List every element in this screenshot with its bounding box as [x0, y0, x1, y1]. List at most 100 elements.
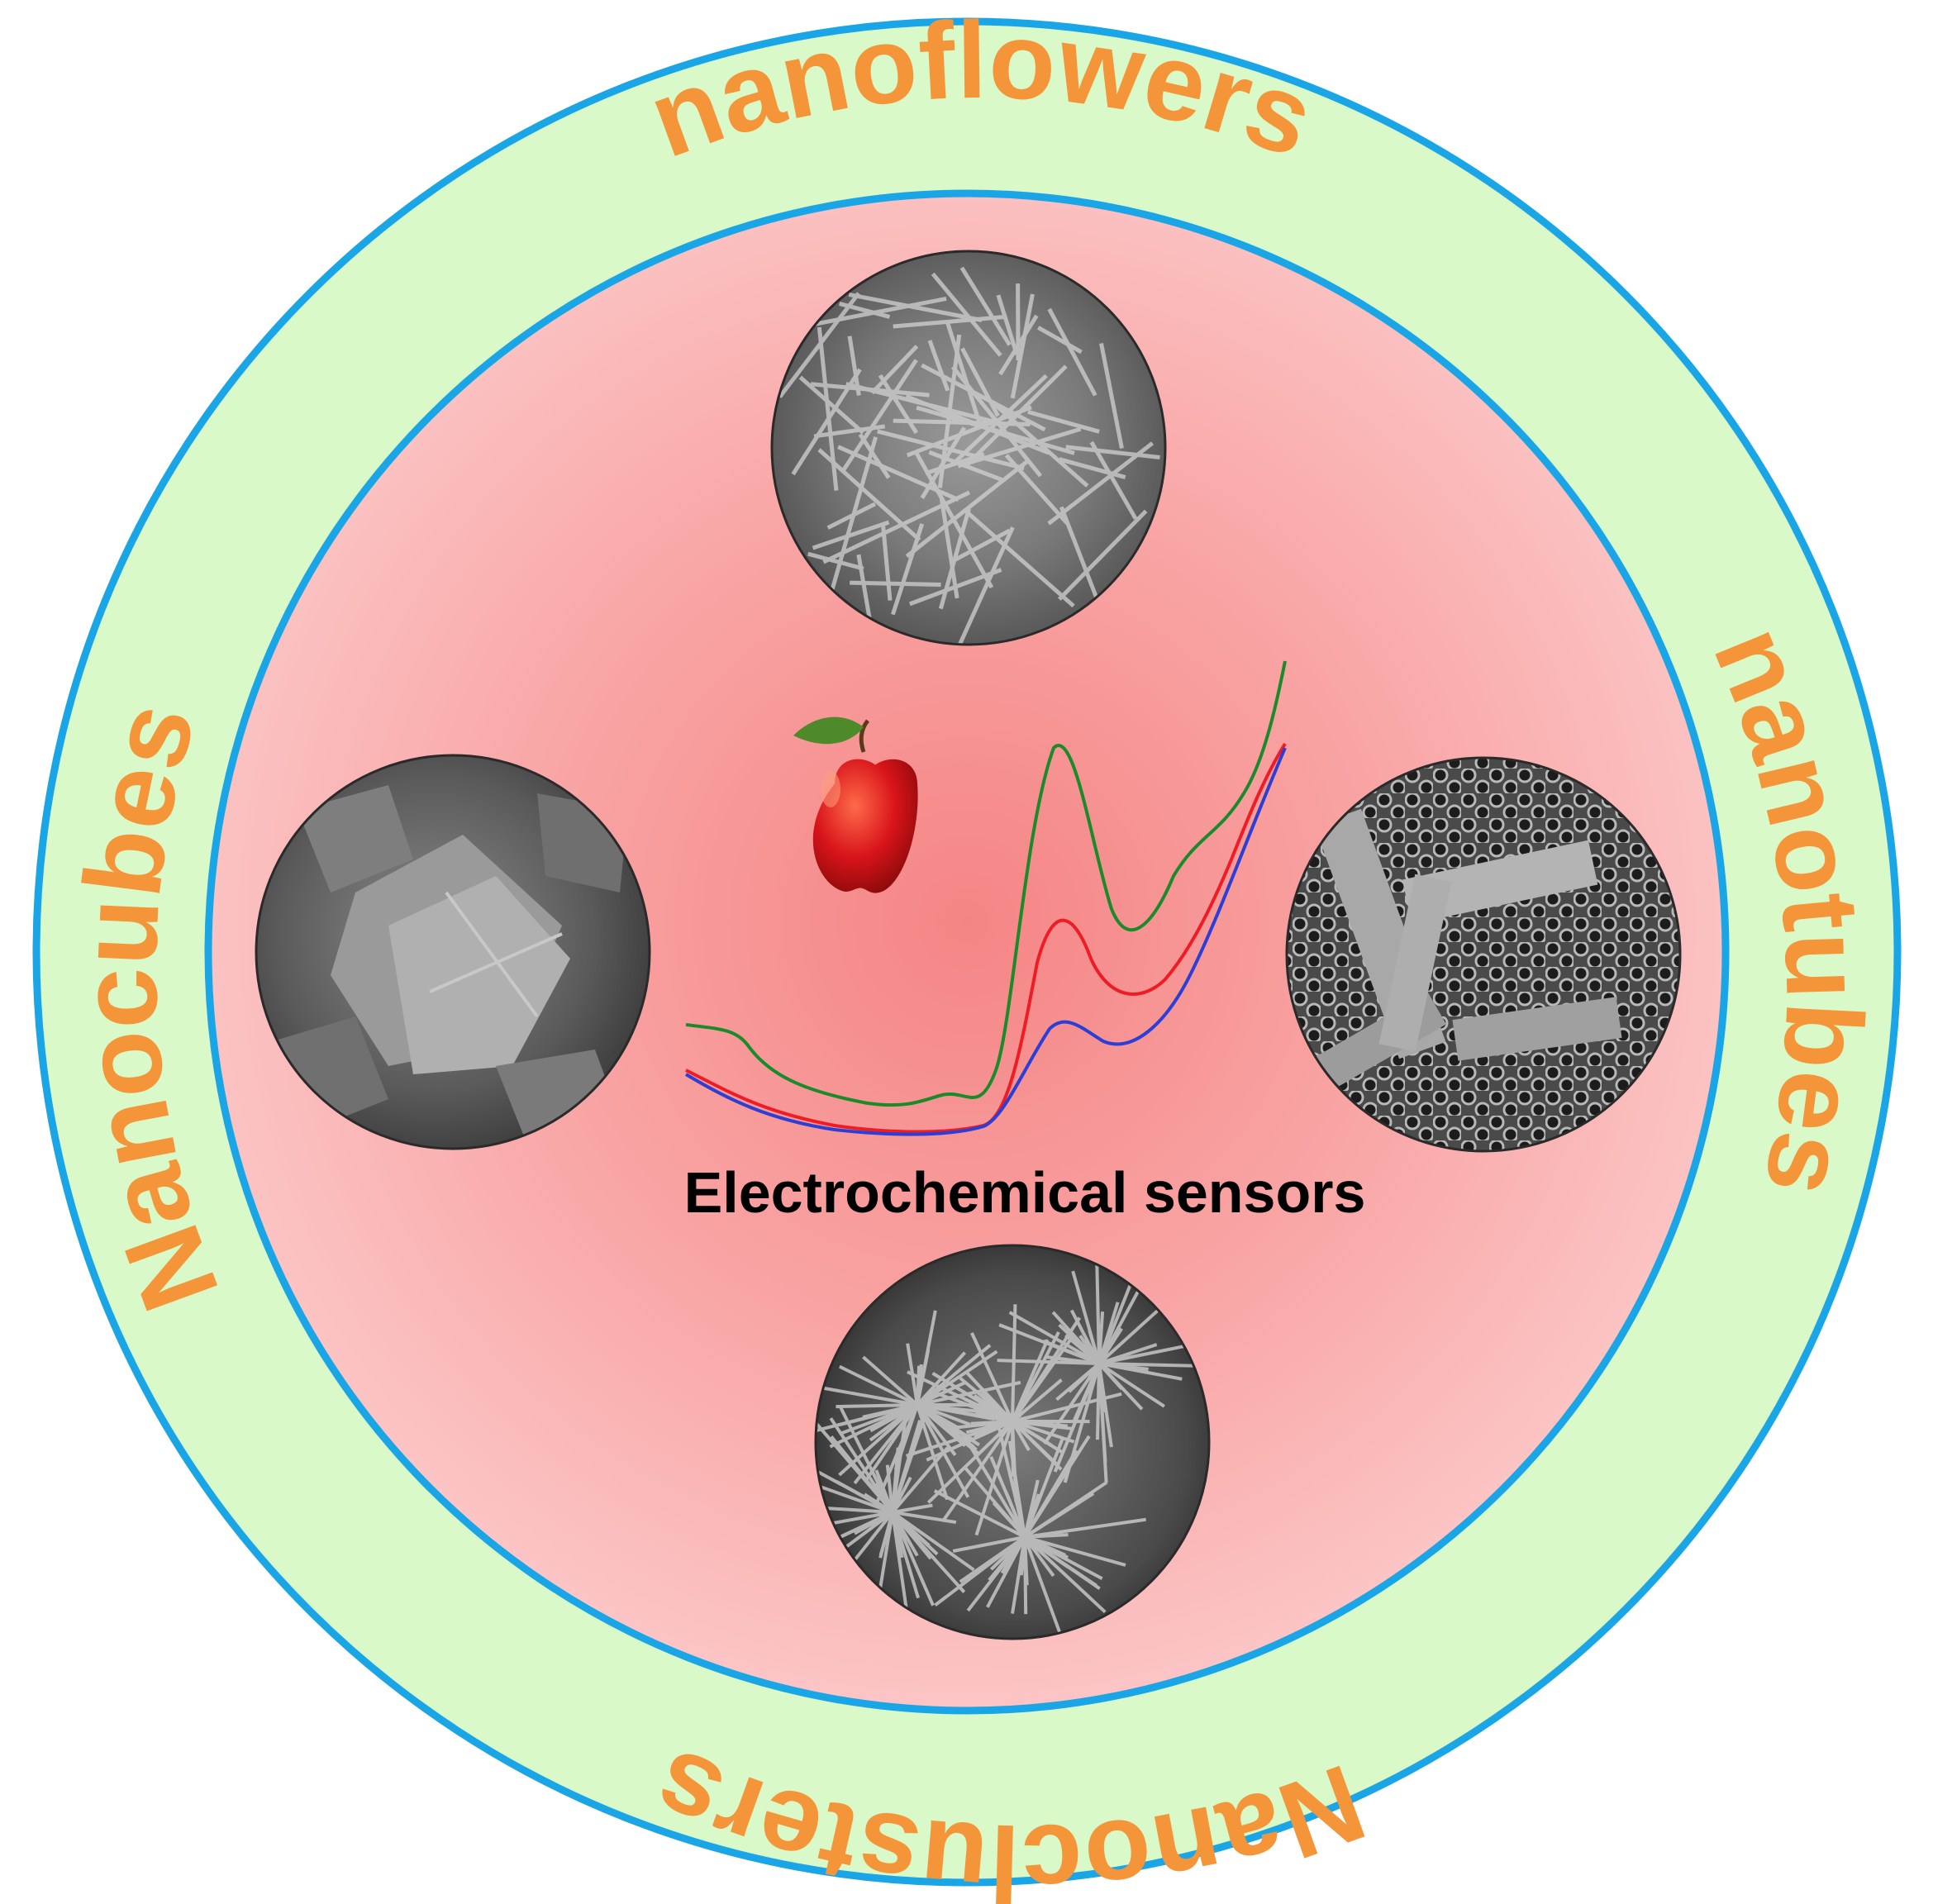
cluster-spike: [892, 1511, 957, 1525]
flower-petal: [998, 314, 1039, 376]
flower-petal: [960, 347, 1000, 417]
cluster-spike: [1011, 1420, 1065, 1455]
flower-petal: [905, 394, 1050, 455]
cluster-spike: [836, 1480, 893, 1514]
cluster-spike: [934, 1535, 1026, 1606]
cluster-spike: [838, 1364, 918, 1407]
cluster-spike: [891, 1511, 935, 1606]
cluster-spike: [1073, 1363, 1101, 1421]
flower-petal: [1099, 343, 1124, 449]
flower-petal: [925, 452, 985, 476]
cluster-spike: [836, 1403, 918, 1409]
flower-petal: [839, 302, 891, 319]
flower-petal: [829, 436, 878, 593]
cluster-spike: [1023, 1536, 1063, 1636]
cluster-spike: [1023, 1535, 1107, 1614]
cluster-spike: [816, 1403, 918, 1435]
flower-petal: [1089, 440, 1138, 520]
cluster-spike: [970, 1332, 1014, 1422]
flower-petal: [810, 382, 930, 397]
cluster-spike: [1097, 1311, 1105, 1364]
cluster-spike: [1023, 1435, 1091, 1539]
cluster-spike: [963, 1435, 1026, 1539]
cluster-spike: [891, 1511, 932, 1560]
curve-blue: [684, 747, 1287, 1136]
cluster-spike: [874, 1469, 894, 1513]
flower-petal: [798, 375, 865, 435]
flower-petal: [850, 580, 941, 588]
cluster-spike: [1011, 1420, 1059, 1467]
flower-petal: [890, 523, 925, 616]
flower-petal: [847, 336, 861, 396]
cluster-spike: [997, 1359, 1100, 1365]
cluster-spike: [916, 1349, 998, 1407]
flower-petal: [1004, 454, 1069, 525]
cluster-spike: [830, 1435, 894, 1514]
cluster-spike: [817, 1483, 893, 1514]
cluster-spike: [1024, 1535, 1126, 1567]
cluster-spike: [1023, 1437, 1064, 1538]
flower-petal: [939, 498, 959, 599]
curve-red: [685, 742, 1287, 1134]
flower-petal: [996, 294, 1019, 355]
cluster-spike: [1069, 1309, 1101, 1364]
cluster-spike: [848, 1511, 894, 1568]
cluster-spike: [1043, 1339, 1100, 1365]
flower-petal: [906, 405, 1032, 458]
cluster-spike: [1024, 1517, 1146, 1539]
flower-petal: [965, 364, 1068, 467]
cluster-spike: [1012, 1420, 1075, 1444]
cluster-spike: [839, 1406, 894, 1513]
cluster-spike: [963, 1465, 1026, 1539]
inner-disc: [204, 189, 1730, 1715]
cluster-spike: [916, 1364, 923, 1406]
voltammogram: [684, 660, 1287, 1136]
cluster-spike: [906, 1343, 919, 1406]
cluster-spike: [1098, 1362, 1183, 1381]
flower-petal: [950, 528, 1011, 564]
flower-petal: [905, 458, 1031, 559]
cluster-spike: [1095, 1363, 1101, 1440]
cluster-spike: [1011, 1337, 1073, 1423]
cluster-spike: [1097, 1363, 1107, 1413]
cluster-spike: [862, 1355, 919, 1407]
flower-petal: [994, 403, 1089, 488]
flower-petal: [931, 272, 1002, 357]
cluster-spike: [1011, 1339, 1050, 1422]
flower-petal: [1010, 293, 1035, 399]
cluster-spike: [891, 1511, 975, 1572]
flower-petal: [1047, 307, 1097, 397]
cluster-spike: [973, 1393, 1014, 1423]
cluster-spike: [1097, 1362, 1144, 1411]
cluster-spike: [1007, 1440, 1026, 1538]
nanoflower-micrograph: [772, 251, 1165, 645]
flower-petal: [950, 526, 1015, 645]
cluster-spike: [917, 1403, 1021, 1418]
center-caption: Electrochemical sensors: [684, 1160, 1366, 1225]
cluster-spike: [1008, 1311, 1100, 1365]
cluster-spike: [966, 1535, 1026, 1612]
flower-petal: [878, 374, 918, 435]
flower-petal: [1065, 445, 1160, 459]
flower-petal: [963, 507, 1075, 608]
flower-petal: [807, 551, 864, 571]
cluster-spike: [821, 1506, 893, 1514]
flower-petal: [927, 340, 950, 392]
cluster-spike: [1055, 1362, 1101, 1402]
cluster-spike: [1019, 1536, 1026, 1576]
flower-petal: [870, 345, 919, 395]
nanotube-micrograph: [1287, 758, 1680, 1151]
flower-petal: [1057, 509, 1148, 601]
cluster-spike: [917, 1380, 1021, 1407]
flower-petal: [817, 448, 921, 542]
cluster-spike: [891, 1420, 922, 1513]
cluster-spike: [933, 1489, 1026, 1539]
cluster-spike: [829, 1417, 894, 1514]
flower-petal: [880, 523, 893, 601]
flower-petal: [848, 292, 983, 322]
cluster-spike: [864, 1403, 919, 1481]
cluster-spike: [891, 1446, 950, 1514]
flower-petal: [1027, 409, 1100, 434]
flower-petal: [908, 568, 1002, 607]
